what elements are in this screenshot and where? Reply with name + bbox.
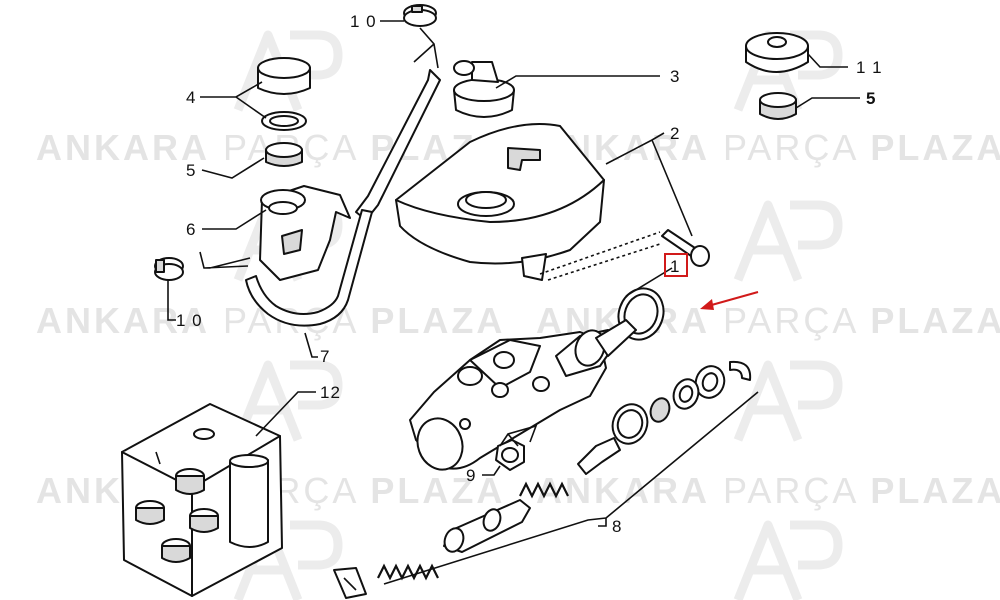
callout-11[interactable]: 1 1 (856, 58, 883, 77)
part-2-bolt (661, 229, 710, 267)
callout-10-top[interactable]: 1 0 (350, 12, 377, 31)
callout-5-right[interactable]: 5 (866, 89, 876, 108)
part-10-hose-clamp-top (403, 4, 437, 27)
part-12-seal-kit (121, 403, 283, 597)
callout-5-left[interactable]: 5 (186, 161, 196, 180)
part-10-hose-clamp-left (154, 257, 184, 281)
callout-7[interactable]: 7 (320, 347, 330, 366)
part-8-repair-kit (333, 360, 752, 599)
part-5-adapter-left (265, 142, 303, 167)
part-11-cap (745, 32, 809, 73)
watermark-row-3-right: ANKARA PARÇA PLAZA (536, 470, 1000, 511)
callout-10-left[interactable]: 1 0 (176, 311, 203, 330)
callout-labels: 1 0 4 5 6 1 0 7 12 3 2 1 1 1 5 9 8 (176, 12, 883, 536)
callout-6[interactable]: 6 (186, 220, 196, 239)
highlight-box-part-1[interactable] (664, 253, 688, 277)
watermark-logos (233, 30, 843, 600)
callout-9[interactable]: 9 (466, 466, 476, 485)
part-5-adapter-right (759, 92, 797, 120)
part-9-nut (495, 439, 525, 471)
part-2-reservoir (395, 123, 605, 281)
master-cylinder-body (409, 319, 637, 471)
dashed-guide (539, 231, 661, 281)
part-7-upper-hose (245, 69, 441, 327)
callout-12[interactable]: 12 (320, 383, 341, 402)
watermark-row-2-left: ANKARA PARÇA PLAZA (36, 300, 505, 341)
leader-lines (167, 20, 860, 585)
part-6-secondary-reservoir (259, 185, 351, 281)
callout-1[interactable]: 1 (670, 257, 680, 276)
part-4-cap (257, 57, 311, 131)
callout-2[interactable]: 2 (670, 124, 680, 143)
watermark-row-1-right: ANKARA PARÇA PLAZA (536, 127, 1000, 168)
highlight-arrow (700, 291, 759, 310)
part-3-reservoir-cap (453, 60, 515, 118)
callout-8[interactable]: 8 (612, 517, 622, 536)
watermark-text: ANKARA PARÇA PLAZA ANKARA PARÇA PLAZA AN… (36, 127, 1000, 511)
callout-3[interactable]: 3 (670, 67, 680, 86)
callout-4[interactable]: 4 (186, 88, 196, 107)
